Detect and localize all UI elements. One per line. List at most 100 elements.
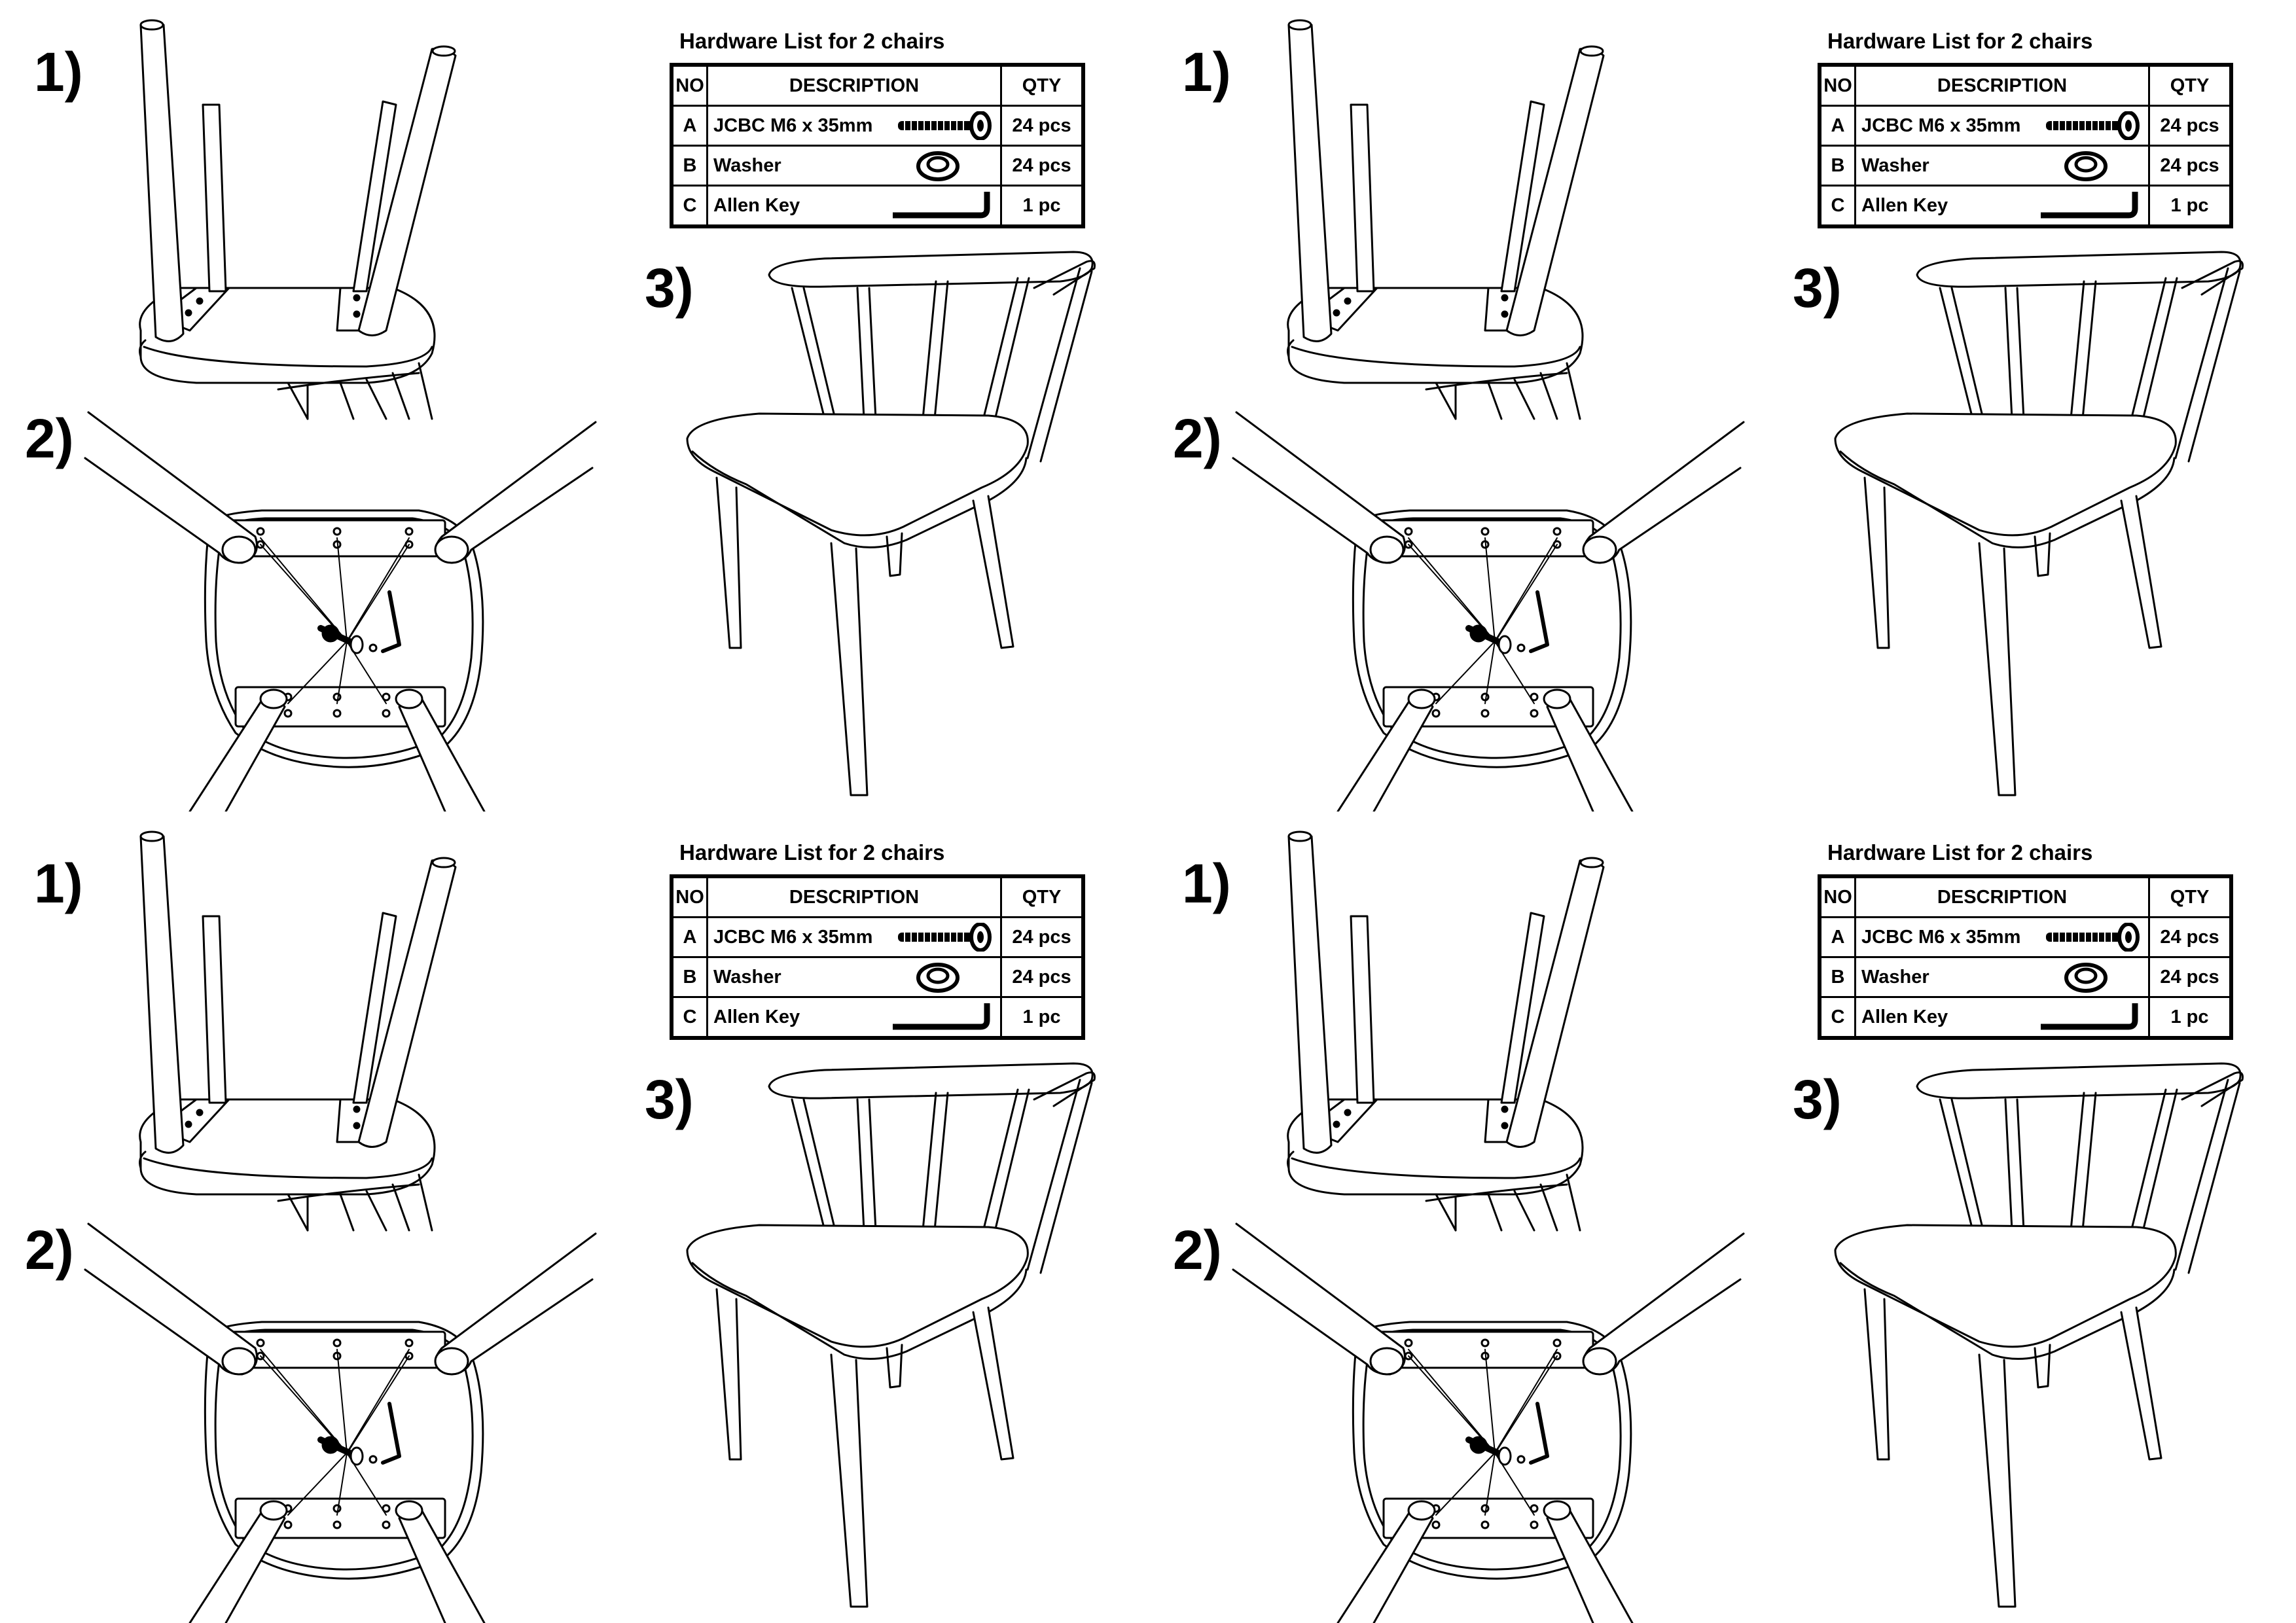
part-qty: 24 pcs xyxy=(2148,105,2233,147)
step3-assembled-chair xyxy=(1834,1062,2244,1608)
part-no: B xyxy=(1818,956,1856,998)
part-no: C xyxy=(1818,996,1856,1039)
hardware-header-row: NO DESCRIPTION QTY xyxy=(670,875,1085,918)
part-qty: 24 pcs xyxy=(1000,145,1085,187)
hardware-row-b: B Washer 24 pcs xyxy=(1818,145,2233,187)
assembly-drawing xyxy=(1232,830,2244,1623)
instruction-panel-3: 1) 2) 3) Hardware List for 2 chairs NO D… xyxy=(0,812,1148,1623)
step2-seat-underside xyxy=(1232,411,1745,812)
part-no: C xyxy=(1818,185,1856,228)
part-qty: 24 pcs xyxy=(1000,916,1085,958)
header-no: NO xyxy=(670,63,708,107)
allen-key-icon xyxy=(2041,1003,2138,1030)
step1-upside-down-chair xyxy=(1287,830,1605,1232)
part-description-cell: Allen Key xyxy=(1854,185,2150,228)
part-description: Washer xyxy=(1861,154,1929,176)
header-no: NO xyxy=(670,875,708,918)
hardware-list-table: NO DESCRIPTION QTY A JCBC M6 x 35mm 24 p… xyxy=(1818,874,2233,1040)
hardware-row-a: A JCBC M6 x 35mm 24 pcs xyxy=(670,916,1085,958)
part-description-cell: Washer xyxy=(706,145,1002,187)
hardware-list-table: NO DESCRIPTION QTY A JCBC M6 x 35mm 24 p… xyxy=(670,874,1085,1040)
bolt-icon xyxy=(898,923,992,952)
washer-icon xyxy=(916,963,960,993)
hardware-header-row: NO DESCRIPTION QTY xyxy=(1818,875,2233,918)
assembly-drawing xyxy=(84,19,1096,812)
step3-assembled-chair xyxy=(686,251,1096,796)
hardware-row-c: C Allen Key 1 pc xyxy=(1818,185,2233,228)
hardware-row-c: C Allen Key 1 pc xyxy=(670,996,1085,1039)
part-qty: 1 pc xyxy=(2148,185,2233,228)
instruction-panel-1: 1) 2) 3) Hardware List for 2 chairs NO D… xyxy=(0,0,1148,812)
step-number-3: 3) xyxy=(645,257,694,319)
header-no: NO xyxy=(1818,875,1856,918)
hardware-row-a: A JCBC M6 x 35mm 24 pcs xyxy=(1818,916,2233,958)
hardware-row-b: B Washer 24 pcs xyxy=(670,145,1085,187)
part-description: JCBC M6 x 35mm xyxy=(1861,115,2021,136)
hardware-list-title: Hardware List for 2 chairs xyxy=(679,29,945,53)
part-description-cell: JCBC M6 x 35mm xyxy=(1854,916,2150,958)
part-description: JCBC M6 x 35mm xyxy=(713,926,873,948)
part-no: C xyxy=(670,185,708,228)
part-description-cell: Washer xyxy=(706,956,1002,998)
step-number-1: 1) xyxy=(1182,41,1231,103)
part-description: JCBC M6 x 35mm xyxy=(713,115,873,136)
instruction-panel-2: 1) 2) 3) Hardware List for 2 chairs NO D… xyxy=(1148,0,2296,812)
allen-key-icon xyxy=(893,192,990,219)
part-description-cell: JCBC M6 x 35mm xyxy=(706,105,1002,147)
part-qty: 1 pc xyxy=(1000,996,1085,1039)
part-qty: 24 pcs xyxy=(2148,916,2233,958)
bolt-icon xyxy=(2046,923,2140,952)
allen-key-icon xyxy=(2041,192,2138,219)
hardware-row-b: B Washer 24 pcs xyxy=(670,956,1085,998)
part-description-cell: Allen Key xyxy=(706,996,1002,1039)
step-number-1: 1) xyxy=(1182,853,1231,914)
part-description: Allen Key xyxy=(1861,194,1948,216)
hardware-header-row: NO DESCRIPTION QTY xyxy=(1818,63,2233,107)
step1-upside-down-chair xyxy=(139,19,457,420)
step2-seat-underside xyxy=(84,411,597,812)
step3-assembled-chair xyxy=(1834,251,2244,796)
part-description-cell: Washer xyxy=(1854,956,2150,998)
assembly-drawing xyxy=(84,830,1096,1623)
step-number-2: 2) xyxy=(25,1219,74,1281)
part-description-cell: Washer xyxy=(1854,145,2150,187)
hardware-list-title: Hardware List for 2 chairs xyxy=(679,840,945,865)
hardware-row-a: A JCBC M6 x 35mm 24 pcs xyxy=(670,105,1085,147)
bolt-icon xyxy=(2046,111,2140,140)
header-qty: QTY xyxy=(2148,63,2233,107)
header-description: DESCRIPTION xyxy=(1854,63,2150,107)
hardware-list-table: NO DESCRIPTION QTY A JCBC M6 x 35mm 24 p… xyxy=(1818,63,2233,228)
step2-seat-underside xyxy=(84,1222,597,1623)
step-number-2: 2) xyxy=(1173,408,1222,469)
part-description-cell: JCBC M6 x 35mm xyxy=(706,916,1002,958)
part-no: A xyxy=(1818,916,1856,958)
hardware-row-a: A JCBC M6 x 35mm 24 pcs xyxy=(1818,105,2233,147)
hardware-row-c: C Allen Key 1 pc xyxy=(1818,996,2233,1039)
part-no: A xyxy=(670,105,708,147)
header-qty: QTY xyxy=(1000,875,1085,918)
part-qty: 1 pc xyxy=(2148,996,2233,1039)
part-description: JCBC M6 x 35mm xyxy=(1861,926,2021,948)
step-number-1: 1) xyxy=(34,41,83,103)
part-description: Washer xyxy=(713,154,781,176)
header-description: DESCRIPTION xyxy=(706,63,1002,107)
header-qty: QTY xyxy=(1000,63,1085,107)
step2-seat-underside xyxy=(1232,1222,1745,1623)
step-number-3: 3) xyxy=(645,1069,694,1130)
step1-upside-down-chair xyxy=(1287,19,1605,420)
part-no: B xyxy=(1818,145,1856,187)
hardware-list-title: Hardware List for 2 chairs xyxy=(1827,29,2093,53)
part-no: C xyxy=(670,996,708,1039)
header-no: NO xyxy=(1818,63,1856,107)
part-no: B xyxy=(670,956,708,998)
hardware-header-row: NO DESCRIPTION QTY xyxy=(670,63,1085,107)
hardware-row-b: B Washer 24 pcs xyxy=(1818,956,2233,998)
hardware-list-table: NO DESCRIPTION QTY A JCBC M6 x 35mm 24 p… xyxy=(670,63,1085,228)
part-no: B xyxy=(670,145,708,187)
bolt-icon xyxy=(898,111,992,140)
washer-icon xyxy=(916,151,960,181)
part-qty: 24 pcs xyxy=(2148,956,2233,998)
step1-upside-down-chair xyxy=(139,830,457,1232)
header-qty: QTY xyxy=(2148,875,2233,918)
part-description: Allen Key xyxy=(713,194,800,216)
